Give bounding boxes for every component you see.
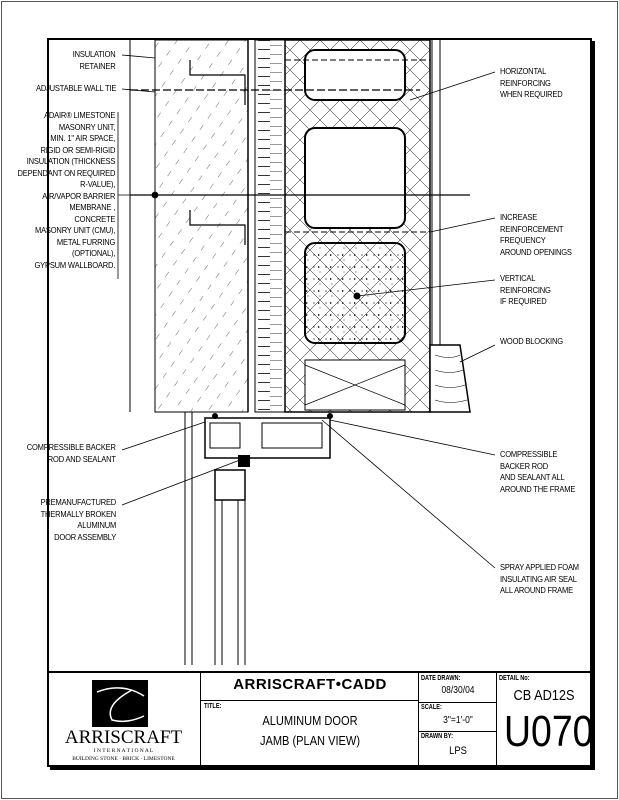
- title-line-1: ALUMINUM DOOR: [262, 713, 358, 728]
- detail-caption: DETAIL No:: [499, 675, 530, 682]
- label-horizontal-reinforcing: HORIZONTAL REINFORCING WHEN REQUIRED: [500, 67, 563, 99]
- title-line-2: JAMB (PLAN VIEW): [259, 733, 361, 748]
- drawn-by-value: LPS: [449, 745, 467, 757]
- title-caption: TITLE:: [204, 703, 222, 710]
- label-adjustable-wall-tie: ADJUSTABLE WALL TIE: [35, 84, 116, 93]
- logo-name: ARRISCRAFT: [64, 727, 183, 748]
- brand-name: ARRISCRAFT•CADD: [233, 676, 387, 693]
- scale-value: 3"=1'-0": [443, 715, 473, 726]
- label-increase-reinforcement: INCREASE REINFORCEMENT FREQUENCY AROUND …: [500, 213, 572, 257]
- limestone-unit: [129, 39, 249, 413]
- divider: [419, 702, 497, 703]
- logo-mark: [92, 680, 148, 727]
- logo-tagline: BUILDING STONE · BRICK · LIMESTONE: [72, 756, 175, 762]
- label-vertical-reinforcing: VERTICAL REINFORCING IF REQUIRED: [500, 274, 551, 306]
- label-wood-blocking: WOOD BLOCKING: [500, 337, 563, 346]
- detail-number: U070: [504, 707, 594, 756]
- title-block: ARRISCRAFT I N T E R N A T I O N A L BUI…: [47, 671, 594, 765]
- label-spray-foam: SPRAY APPLIED FOAM INSULATING AIR SEAL A…: [500, 563, 579, 595]
- scale-caption: SCALE:: [421, 704, 442, 711]
- detail-code: CB AD12S: [513, 687, 575, 704]
- label-backer-rod-frame: COMPRESSIBLE BACKER ROD AND SEALANT ALL …: [500, 450, 576, 494]
- drawn-by-caption: DRAWN BY:: [421, 733, 453, 740]
- divider: [201, 700, 419, 701]
- insulation-layer: [247, 39, 286, 413]
- drawing-frame: [47, 38, 592, 767]
- wood-blocking: [429, 344, 471, 413]
- leader-lines: [117, 54, 496, 569]
- date-value: 08/30/04: [441, 685, 475, 696]
- detail-section: DETAIL No: CB AD12S U070: [496, 673, 594, 765]
- wall-ties: [130, 60, 470, 245]
- label-insulation-retainer: INSULATION RETAINER: [73, 50, 116, 71]
- aluminum-door-frame: [184, 412, 333, 665]
- cmu-block: [284, 39, 441, 413]
- logo-swoosh-icon: [96, 687, 145, 723]
- date-caption: DATE DRAWN:: [421, 675, 461, 682]
- info-section: DATE DRAWN: 08/30/04 SCALE: 3"=1'-0" DRA…: [418, 673, 497, 765]
- logo-sub: I N T E R N A T I O N A L: [93, 748, 154, 754]
- logo: ARRISCRAFT I N T E R N A T I O N A L BUI…: [47, 673, 200, 765]
- title-section: ARRISCRAFT•CADD TITLE: ALUMINUM DOOR JAM…: [200, 673, 419, 765]
- label-door-assembly: PREMANUFACTURED THERMALLY BROKEN ALUMINU…: [40, 498, 116, 542]
- label-wall-assembly: ADAIR® LIMESTONE MASONRY UNIT, MIN. 1" A…: [17, 111, 115, 270]
- divider: [419, 731, 497, 732]
- label-backer-rod-sealant: COMPRESSIBLE BACKER ROD AND SEALANT: [26, 443, 116, 464]
